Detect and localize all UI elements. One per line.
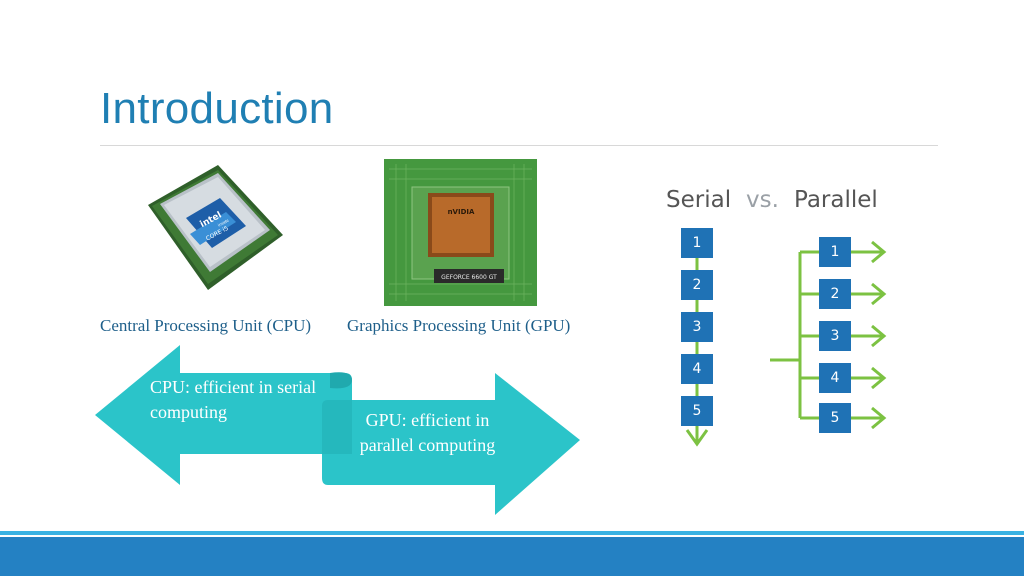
parallel-label: Parallel (794, 187, 878, 213)
parallel-step-1: 1 (819, 237, 851, 267)
serial-step-5: 5 (681, 396, 713, 426)
parallel-step-2: 2 (819, 279, 851, 309)
gpu-chip-image: nVIDIA GEFORCE 6600 GT (384, 159, 537, 306)
gpu-caption: Graphics Processing Unit (GPU) (347, 316, 571, 335)
footer-bar (0, 537, 1024, 576)
cpu-caption: Central Processing Unit (CPU) (100, 316, 312, 335)
gpu-arrow-text: GPU: efficient in parallel computing (359, 410, 496, 455)
ribbon-curl (330, 372, 352, 389)
parallel-step-4: 4 (819, 363, 851, 393)
serial-step-1: 1 (681, 228, 713, 258)
vs-label: vs. (746, 187, 779, 213)
parallel-step-5: 5 (819, 403, 851, 433)
serial-label: Serial (666, 187, 732, 213)
title-divider (100, 145, 938, 146)
footer-accent-line (0, 531, 1024, 535)
serial-step-3: 3 (681, 312, 713, 342)
gpu-arrow-shape (322, 373, 580, 515)
slide-title: Introduction (100, 84, 334, 133)
gpu-chip-brand: nVIDIA (448, 208, 475, 216)
cpu-chip-inside: inside (217, 217, 230, 227)
cpu-chip-image: intel inside CORE i5 (148, 165, 283, 290)
gpu-chip-model: GEFORCE 6600 GT (441, 274, 497, 281)
cpu-gpu-arrows (95, 345, 580, 515)
serial-step-4: 4 (681, 354, 713, 384)
parallel-step-3: 3 (819, 321, 851, 351)
cpu-arrow-shape (95, 345, 352, 485)
cpu-arrow-text: CPU: efficient in serial computing (150, 377, 317, 422)
serial-step-2: 2 (681, 270, 713, 300)
